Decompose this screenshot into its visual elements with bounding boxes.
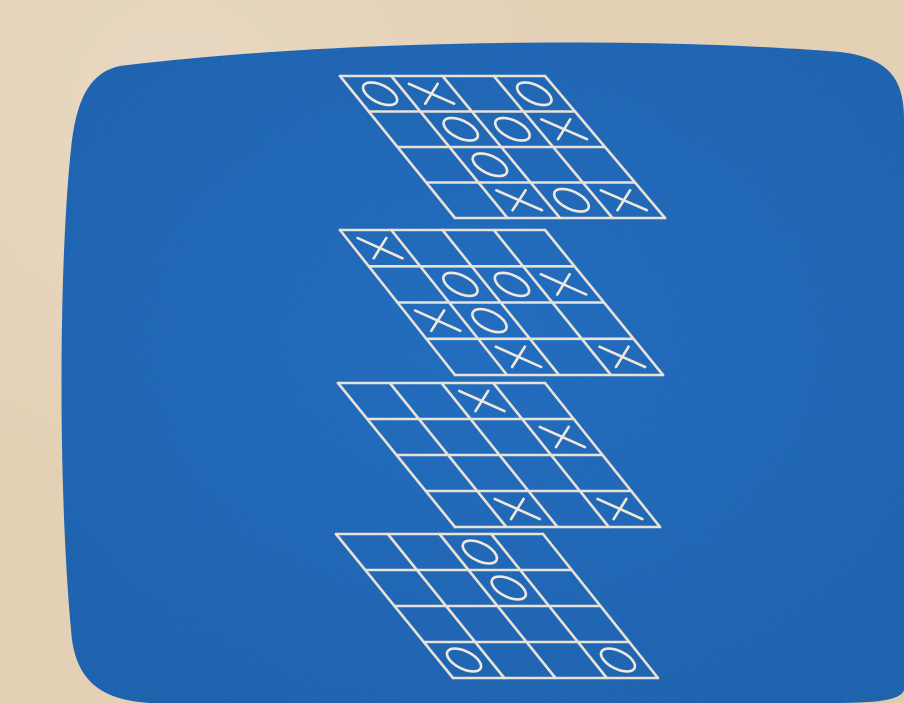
crt-screen bbox=[0, 0, 904, 703]
